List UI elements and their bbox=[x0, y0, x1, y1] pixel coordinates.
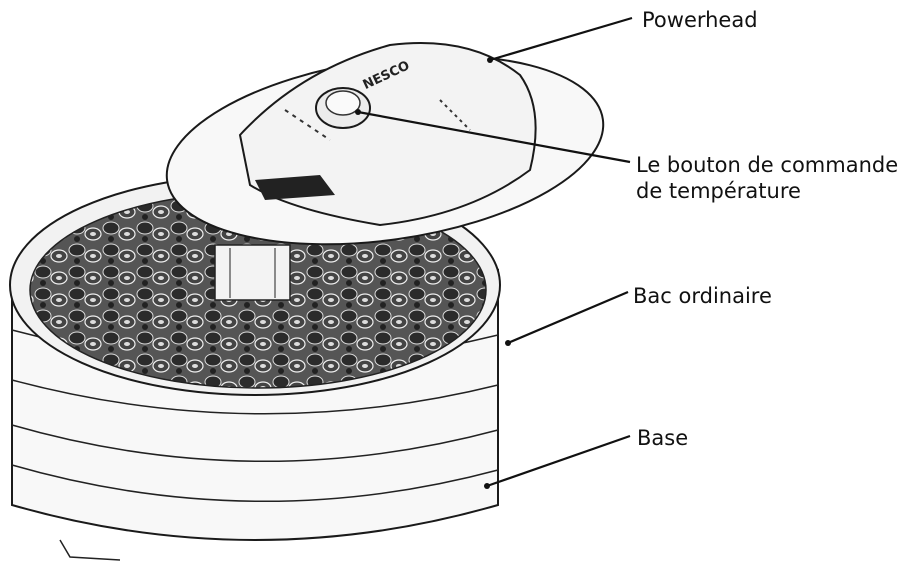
label-base: Base bbox=[637, 425, 688, 451]
leader-line-base bbox=[487, 436, 630, 486]
leader-dot-base bbox=[484, 483, 490, 489]
leader-line-tray bbox=[508, 292, 628, 343]
label-temperature-knob: Le bouton de commande de température bbox=[636, 152, 898, 204]
label-temperature-knob-line1: Le bouton de commande bbox=[636, 152, 898, 178]
leader-dot-tray bbox=[505, 340, 511, 346]
temperature-knob bbox=[316, 88, 370, 128]
leader-line-powerhead bbox=[490, 18, 632, 60]
label-temperature-knob-line2: de température bbox=[636, 178, 898, 204]
leader-dot-knob bbox=[355, 109, 361, 115]
label-tray: Bac ordinaire bbox=[633, 283, 772, 309]
label-powerhead: Powerhead bbox=[642, 7, 758, 33]
leader-dot-powerhead bbox=[487, 57, 493, 63]
